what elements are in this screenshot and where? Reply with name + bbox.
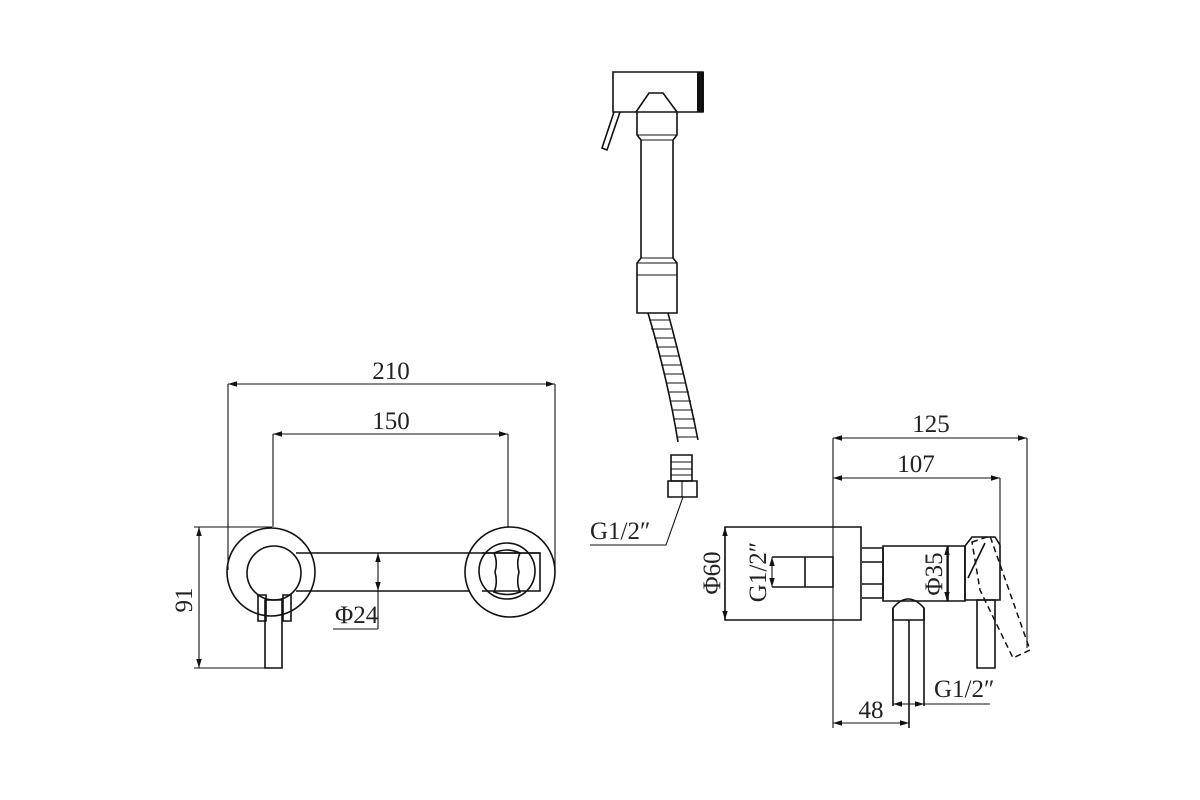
trigger-lever: [602, 112, 620, 150]
dimension-label: 48: [859, 697, 884, 724]
dimension-label: Φ35: [921, 552, 948, 595]
dimension-center-distance: 150: [273, 408, 508, 527]
dimension-label: 210: [372, 358, 410, 385]
dimension-label: G1/2″: [590, 518, 650, 545]
dimension-flange-diameter: Φ60: [699, 527, 728, 620]
inlet-pipe: [772, 557, 833, 587]
dimension-body-diameter: Φ35: [921, 546, 950, 601]
spray-nozzle: [697, 72, 704, 112]
dimension-label: 107: [897, 451, 935, 478]
hand-shower: G1/2″: [590, 72, 704, 545]
dimension-label: G1/2″: [745, 542, 772, 602]
dimension-inlet-thread: G1/2″: [745, 542, 775, 602]
dimension-label: 150: [372, 408, 410, 435]
outlet-cap: [893, 599, 924, 620]
dimension-height: 91: [171, 527, 272, 668]
dimension-label: Φ60: [699, 551, 726, 594]
handle-cap: [965, 537, 1000, 600]
dimension-hose-thread: G1/2″: [590, 497, 683, 545]
shower-holder: [465, 527, 555, 617]
dimension-label: Φ24: [335, 602, 379, 629]
dimension-overall-width: 210: [228, 358, 555, 572]
dimension-label: G1/2″: [934, 676, 994, 703]
hose-fitting: [668, 455, 697, 497]
dimension-pipe-diameter: Φ24: [333, 553, 381, 629]
dimension-outlet-offset: 48: [833, 697, 909, 726]
side-view: 125 107 Φ60 G1/2″ Φ35: [699, 411, 1030, 728]
lever-handle: [977, 600, 995, 668]
front-view: 210 150 91: [171, 358, 555, 668]
hose: [648, 313, 698, 442]
mixer-body: [227, 528, 540, 668]
dimension-depth-to-handle: 107: [833, 451, 1000, 548]
lever-open-position: [972, 536, 1030, 658]
dimension-label: 91: [171, 588, 198, 613]
connection-nut: [862, 548, 883, 598]
dimension-outlet-thread: G1/2″: [893, 676, 994, 707]
dimension-label: 125: [912, 411, 950, 438]
lever-handle: [265, 600, 282, 668]
